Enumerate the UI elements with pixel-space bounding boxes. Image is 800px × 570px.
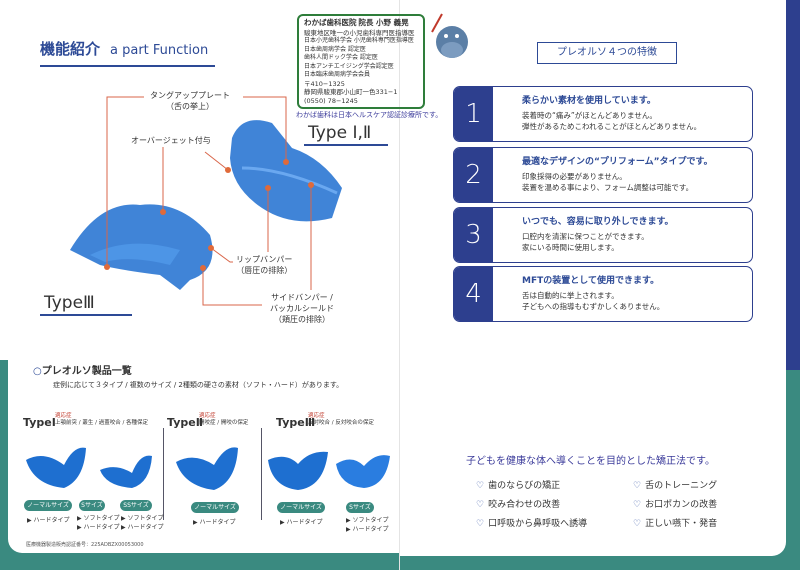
clinic-line: 静岡県駿東郡小山町一色331−1 bbox=[304, 88, 398, 96]
product-type1-normal-image bbox=[26, 447, 86, 488]
clinic-line: 〒410−1325 bbox=[304, 79, 345, 88]
benefit-item: ♡歯のならびの矯正 bbox=[476, 481, 561, 491]
clinic-line: 日本小児歯科学会 小児歯科専門医指導医 bbox=[304, 37, 414, 44]
clinic-name: わかば歯科医院 bbox=[304, 18, 357, 27]
option-hard: ▶ ハードタイプ bbox=[193, 519, 236, 526]
features-title: プレオルソ４つの特徴 bbox=[537, 42, 677, 64]
product-type2-normal-image bbox=[176, 447, 238, 490]
title-jp: 機能紹介 bbox=[40, 40, 101, 58]
label-side-bumper: サイドバンパー /バッカルシールド（頬圧の排除） bbox=[270, 293, 334, 324]
size-badge-ss: SSサイズ bbox=[120, 500, 152, 511]
options-type1-ss: ▶ ソフトタイプ▶ ハードタイプ bbox=[121, 515, 164, 531]
clinic-line: 日本歯周病学会 認定医 bbox=[304, 45, 366, 53]
divider bbox=[163, 428, 164, 520]
product-type3-normal-image bbox=[268, 451, 328, 490]
options-type3-s: ▶ ソフトタイプ▶ ハードタイプ bbox=[346, 517, 389, 533]
benefit-item: ♡咬み合わせの改善 bbox=[476, 500, 561, 510]
goal-statement: 子どもを健康な体へ導くことを目的とした矯正法です。 bbox=[466, 456, 715, 467]
benefit-item: ♡口呼吸から鼻呼吸へ誘導 bbox=[476, 519, 588, 529]
product-type1-s-image bbox=[100, 455, 152, 488]
benefit-item: ♡お口ポカンの改善 bbox=[633, 500, 718, 510]
tooth-icon: ♡ bbox=[633, 500, 642, 510]
tooth-icon: ♡ bbox=[476, 481, 485, 491]
label-lip-bumper: リップバンパー（唇圧の排除） bbox=[236, 255, 293, 275]
callout-lines bbox=[104, 96, 314, 306]
divider bbox=[261, 428, 262, 520]
size-badge-s: Sサイズ bbox=[79, 500, 105, 511]
hippo-mascot-icon bbox=[431, 13, 468, 58]
label-tongue-up-plate: タングアッププレート（舌の挙上） bbox=[150, 91, 230, 111]
benefit-item: ♡正しい嚥下・発音 bbox=[633, 519, 718, 529]
tooth-icon: ♡ bbox=[476, 519, 485, 529]
navy-edge bbox=[786, 0, 800, 370]
label-overjet: オーバージェット付与 bbox=[131, 136, 211, 145]
options-type1-s: ▶ ソフトタイプ▶ ハードタイプ bbox=[77, 515, 120, 531]
title-en: a part Function bbox=[110, 43, 209, 58]
clinic-director: 院長 小野 義晃 bbox=[358, 18, 409, 27]
type3-mouthguard-illustration bbox=[70, 204, 213, 290]
clinic-note: わかば歯科は日本ヘルスケア認証診療所です。 bbox=[296, 111, 443, 119]
clinic-line: (0550) 78−1245 bbox=[304, 96, 358, 105]
option-hard: ▶ ハードタイプ bbox=[280, 519, 323, 526]
clinic-line: 日本臨床歯周病学会会員 bbox=[304, 71, 371, 78]
clinic-line: 日本アンチエイジング学会認定医 bbox=[304, 62, 394, 70]
clinic-info-box: わかば歯科医院 院長 小野 義晃 駿東地区唯一の小児歯科専門医指導医 日本小児歯… bbox=[297, 14, 425, 109]
clinic-line: 歯科人間ドック学会 認定医 bbox=[304, 54, 378, 61]
benefit-item: ♡舌のトレーニング bbox=[633, 481, 718, 491]
clinic-line: 駿東地区唯一の小児歯科専門医指導医 bbox=[304, 28, 415, 37]
registration-number: 医療機器製造販売認証番号：225ADBZX00053000 bbox=[26, 542, 144, 548]
page-fold bbox=[399, 0, 400, 570]
tooth-icon: ♡ bbox=[633, 519, 642, 529]
size-badge-s: Sサイズ bbox=[346, 502, 374, 513]
option-hard: ▶ ハードタイプ bbox=[27, 517, 70, 524]
size-badge-normal: ノーマルサイズ bbox=[24, 500, 72, 511]
type12-label: Type Ⅰ,Ⅱ bbox=[304, 123, 388, 146]
tooth-icon: ♡ bbox=[476, 500, 485, 510]
product-type3-s-image bbox=[336, 455, 390, 488]
tooth-icon: ♡ bbox=[633, 481, 642, 491]
products-subtitle: 症例に応じて３タイプ / 複数のサイズ / 2種類の硬さの素材（ソフト・ハード）… bbox=[53, 381, 344, 389]
page-title: 機能紹介 a part Function bbox=[40, 38, 215, 67]
type1-2-mouthguard-illustration bbox=[230, 120, 342, 222]
products-title: ○プレオルソ製品一覧 bbox=[33, 366, 132, 377]
size-badge-normal: ノーマルサイズ bbox=[277, 502, 325, 513]
type3-label: TypeⅢ bbox=[40, 293, 132, 316]
size-badge-normal: ノーマルサイズ bbox=[191, 502, 239, 513]
